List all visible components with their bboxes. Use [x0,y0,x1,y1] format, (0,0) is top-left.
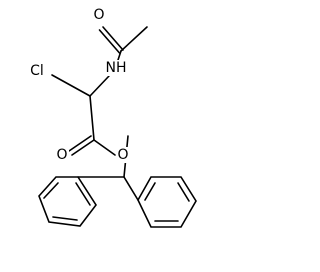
ester-oxygen-label: O [117,147,128,163]
carbonyl-oxygen-label: O [56,147,67,163]
nitrogen-label: NH [106,60,127,76]
right-phenyl-ring [137,176,197,228]
bond-acetyl-c-methyl [120,26,148,52]
bond-ester-c-o-single [93,139,116,156]
right-ring-hexagon [137,176,197,228]
chlorine-mask [22,63,50,79]
left-ring-double-1 [43,182,59,199]
carbonyl-oxygen-mask [55,148,69,164]
acetyl-group [98,26,148,61]
bond-ester-c-o-double-2 [68,135,92,152]
bond-acetyl-c-o-1 [98,29,121,54]
bond-acetyl-c-o-2 [102,26,124,51]
bond-alpha-c-ester-c [89,95,95,141]
right-ring-double-2 [177,182,190,202]
acetyl-oxygen-mask [92,7,106,23]
left-ring-double-2 [52,216,78,221]
bond-alpha-c-cl [51,74,91,97]
benzhydryl-bonds [77,176,139,201]
left-phenyl-ring [38,176,97,227]
alpha-carbon-bonds [51,74,110,141]
left-ring-hexagon [38,176,97,227]
right-ring-double-1 [144,182,156,201]
acetyl-oxygen-label: O [93,7,104,23]
chlorine-label: Cl [30,63,44,79]
molecule-diagram: O NH Cl O O [22,7,197,228]
nitrogen-mask [102,60,130,76]
bond-n-alpha-c [89,75,110,97]
bond-ch-right-ring [123,176,139,201]
bond-acetyl-c-n [117,50,122,61]
ester-oxygen-mask [116,147,130,163]
left-ring-double-3 [75,182,91,206]
bond-ester-c-o-double-1 [71,139,95,156]
